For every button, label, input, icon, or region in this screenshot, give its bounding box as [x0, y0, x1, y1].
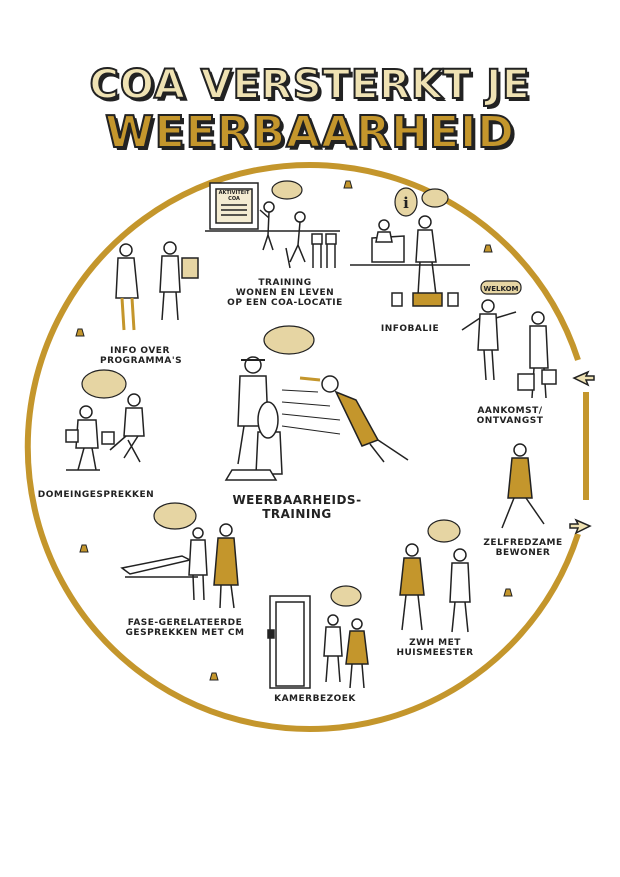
welkom-sign: WELKOM	[480, 280, 522, 295]
scene-domein	[65, 393, 145, 471]
bell-icon	[209, 672, 219, 681]
arrow-icon	[569, 518, 592, 535]
speech-bubble	[330, 585, 362, 607]
bell-icon	[483, 244, 493, 253]
label-aankomst: AANKOMST/ ONTVANGST	[476, 406, 544, 426]
arrow-icon	[572, 370, 595, 387]
scene-aankomst	[461, 299, 557, 399]
cycle-ring	[24, 162, 589, 732]
label-zelfredzame: ZELFREDZAME BEWONER	[483, 538, 563, 558]
label-fase: FASE-GERELATEERDE GESPREKKEN MET CM	[125, 618, 245, 638]
label-zwh: ZWH MET HUISMEESTER	[396, 638, 474, 658]
welkom-sign-text: WELKOM	[484, 285, 519, 293]
speech-bubble	[271, 180, 303, 200]
title-line-2: WEERBAARHEID	[104, 106, 515, 159]
label-domein: DOMEINGESPREKKEN	[37, 490, 155, 500]
scene-training	[205, 182, 340, 269]
label-infobalie: INFOBALIE	[380, 324, 440, 334]
bell-icon	[79, 544, 89, 553]
label-training: TRAINING WONEN EN LEVEN OP EEN COA-LOCAT…	[227, 278, 343, 308]
scene-infobalie	[350, 215, 470, 307]
scene-info-programma	[115, 241, 199, 331]
title-line-1: COA VERSTERKT JE	[89, 61, 531, 109]
label-kamerbezoek: KAMERBEZOEK	[274, 694, 356, 704]
speech-bubble	[81, 369, 127, 399]
bell-icon	[503, 588, 513, 597]
bell-icon	[75, 328, 85, 337]
scene-zwh	[399, 543, 471, 633]
speech-bubble	[427, 519, 461, 543]
bell-icon	[343, 180, 353, 189]
board-sign-text: AKTIVITEIT COA	[218, 190, 250, 202]
scene-fase	[120, 523, 239, 609]
info-sign-text: i	[403, 194, 409, 212]
label-weerbaarheidstraining: WEERBAARHEIDS- TRAINING	[232, 493, 362, 521]
scene-kamerbezoek	[267, 595, 369, 689]
info-bubble: i	[394, 187, 418, 217]
scene-weerbaarheidstraining	[224, 356, 409, 481]
speech-bubble	[263, 325, 315, 355]
scene-zelfredzame	[501, 443, 545, 529]
speech-bubble	[421, 188, 449, 208]
speech-bubble	[153, 502, 197, 530]
label-info-programma: INFO OVER PROGRAMMA'S	[100, 346, 183, 366]
